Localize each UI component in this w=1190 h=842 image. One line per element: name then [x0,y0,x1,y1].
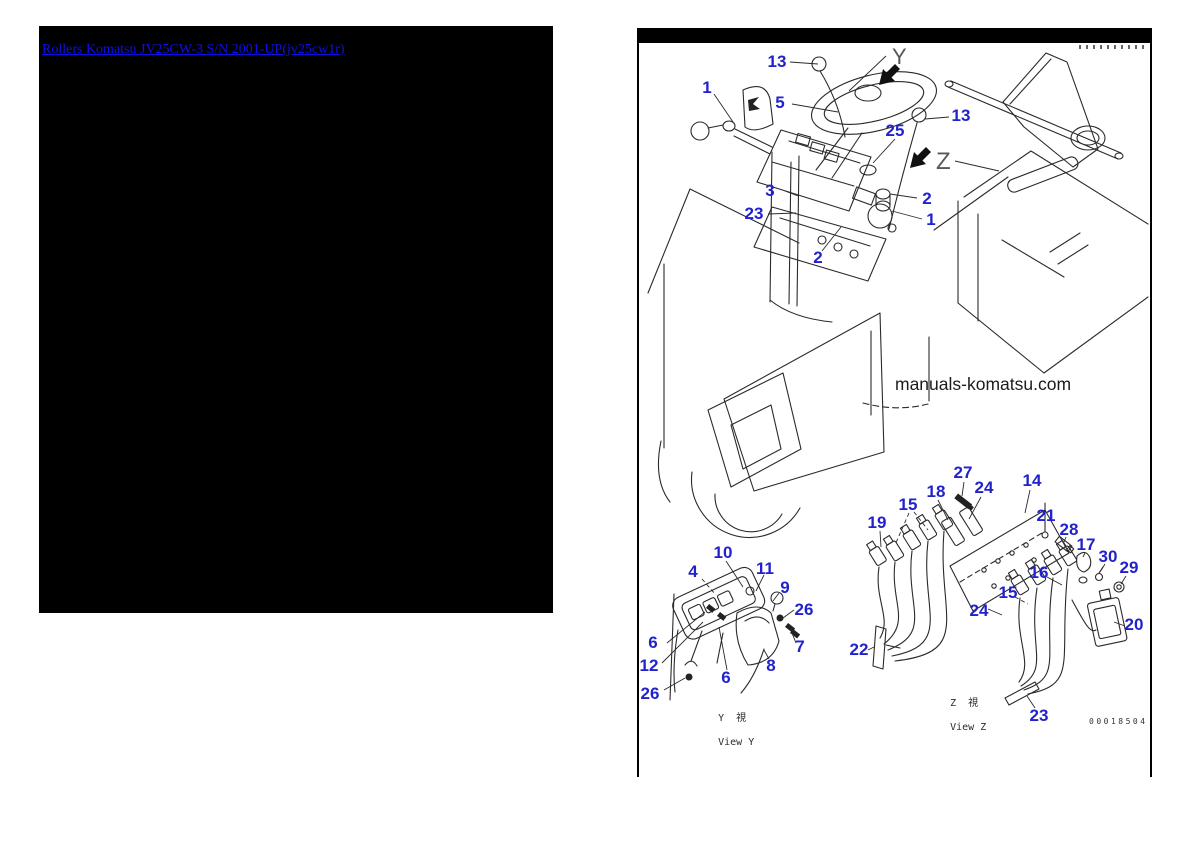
callout-21: 21 [1036,506,1056,525]
parts-diagram-art: Y Z manuals-komatsu.com [647,44,1149,709]
callout-4: 4 [688,562,698,581]
machine-line-art [647,52,1149,538]
callout-12: 12 [639,656,659,675]
callout-26: 26 [640,684,660,703]
callout-26: 26 [794,600,814,619]
callout-17: 17 [1076,535,1096,554]
callout-24: 24 [974,478,994,497]
diagram-frame: Y Z manuals-komatsu.com Y 視 View Y Z 視 V… [637,28,1152,777]
callout-14: 14 [1022,471,1042,490]
tick-marks [1079,45,1144,49]
callout-29: 29 [1119,558,1139,577]
callout-11: 11 [756,559,774,578]
arrow-y-icon [879,64,900,85]
diagram-top-bar [639,28,1150,43]
callout-23: 23 [1029,706,1049,725]
view-z-label: Z 視 View Z [926,686,986,746]
view-z-drawing [866,493,1128,706]
watermark-text: manuals-komatsu.com [895,374,1071,394]
callout-13: 13 [767,52,787,71]
callout-9: 9 [780,578,790,597]
callout-2: 2 [813,248,823,267]
callout-6: 6 [648,633,658,652]
callout-24: 24 [969,601,989,620]
callout-18: 18 [926,482,946,501]
callout-19: 19 [867,513,887,532]
callout-28: 28 [1059,520,1079,539]
left-panel: Rollers Komatsu JV25CW-3 S/N 2001-UP(jv2… [39,26,553,613]
manual-link[interactable]: Rollers Komatsu JV25CW-3 S/N 2001-UP(jv2… [42,42,345,57]
callout-5: 5 [775,93,785,112]
leader-lines [661,55,1127,709]
view-arrow-letter-z: Z [936,148,951,175]
callout-13: 13 [951,106,971,125]
callout-15: 15 [998,583,1018,602]
callout-6: 6 [721,668,731,687]
view-y-label-jp: Y 視 [718,713,747,724]
figure-part-number: 00018504 [1089,717,1148,726]
view-arrow-letter-y: Y [892,44,907,69]
callout-23: 23 [744,204,764,223]
callout-10: 10 [713,543,733,562]
callout-3: 3 [765,181,775,200]
callout-22: 22 [849,640,869,659]
arrow-z-icon [910,147,931,168]
callout-15: 15 [898,495,918,514]
view-z-label-jp: Z 視 [950,698,979,709]
callout-8: 8 [766,656,776,675]
callout-1: 1 [702,78,712,97]
callout-16: 16 [1029,563,1049,582]
callout-25: 25 [885,121,905,140]
view-y-label-en: View Y [718,737,755,748]
callout-2: 2 [922,189,932,208]
callout-1: 1 [926,210,936,229]
callout-27: 27 [953,463,973,482]
callout-20: 20 [1124,615,1144,634]
view-y-label: Y 視 View Y [694,701,754,761]
view-z-label-en: View Z [950,722,987,733]
callout-7: 7 [795,637,805,656]
callout-30: 30 [1098,547,1118,566]
